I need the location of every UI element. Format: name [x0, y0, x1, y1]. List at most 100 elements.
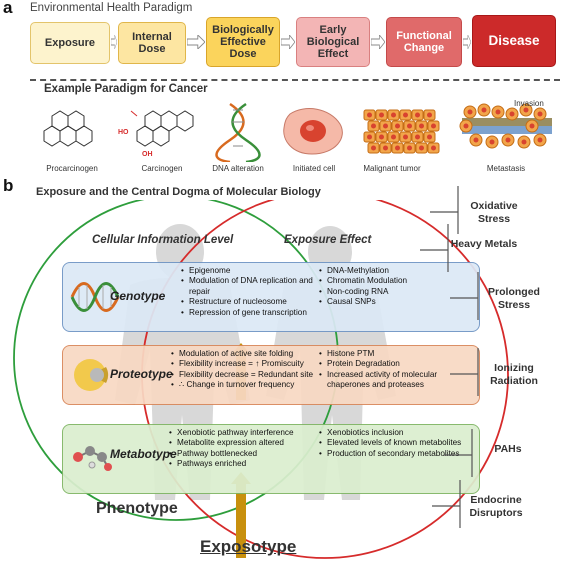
- tumor-nucleus: [379, 112, 384, 118]
- bullet-item: Non-coding RNA: [319, 287, 482, 298]
- panel-a-letter: a: [3, 0, 13, 17]
- procarcinogen-molecule: [43, 110, 93, 147]
- stressor-label: Prolonged Stress: [488, 286, 540, 311]
- bullet-item: Modulation of active site folding: [171, 349, 319, 360]
- bullet-item: Causal SNPs: [319, 297, 482, 308]
- tumor-nucleus: [383, 123, 388, 129]
- tumor-nucleus: [371, 123, 376, 129]
- bullet-item: Restructure of nucleosome: [181, 297, 329, 308]
- flow-box-1: Exposure: [30, 22, 110, 64]
- tumor-nucleus: [395, 145, 400, 151]
- flow-box-5: Functional Change: [386, 17, 462, 67]
- tumor-nucleus: [419, 123, 424, 129]
- initiated-cell-icon: [283, 108, 343, 155]
- bullet-list-right: Histone PTMProtein DegradationIncreased …: [318, 349, 482, 391]
- metastatic-nucleus: [495, 109, 501, 115]
- dna-helix-icon: [215, 102, 261, 162]
- stage-caption: DNA alteration: [212, 164, 264, 173]
- cellular-information-heading: Cellular Information Level: [92, 234, 234, 246]
- panel-b-letter: b: [3, 176, 14, 195]
- flow-arrow-icon: [110, 33, 118, 51]
- row-label: Genotype: [110, 289, 166, 303]
- stressor-label: Oxidative Stress: [470, 200, 518, 225]
- metastatic-nucleus: [473, 137, 479, 143]
- tumor-nucleus: [379, 134, 384, 140]
- bullet-item: Xenobiotics inclusion: [319, 428, 482, 439]
- stage-caption: Malignant tumor: [363, 164, 421, 173]
- metastatic-nucleus: [529, 123, 535, 129]
- metastasis-icon: [459, 103, 552, 149]
- tumor-nucleus: [395, 123, 400, 129]
- metastatic-nucleus: [521, 139, 527, 145]
- metastatic-nucleus: [537, 111, 543, 117]
- stage-caption: Metastasis: [486, 164, 526, 173]
- tumor-nucleus: [415, 112, 420, 118]
- paradigm-title: Environmental Health Paradigm: [30, 2, 193, 14]
- bullet-item: Epigenome: [181, 266, 329, 277]
- flow-box-2: Internal Dose: [118, 22, 186, 64]
- metabolite-molecule-icon: [70, 439, 114, 480]
- tumor-nucleus: [431, 145, 436, 151]
- malignant-tumor-icon: [363, 109, 440, 154]
- carcinogen-oh-label: OH: [142, 151, 153, 158]
- protein-icon: [70, 355, 110, 400]
- cancer-illustrations: HO OH Invasion: [43, 99, 552, 162]
- bullet-item: ∴ Change in turnover frequency: [171, 380, 319, 391]
- bullet-list-right: DNA-MethylationChromatin ModulationNon-c…: [318, 266, 482, 308]
- metastatic-nucleus: [489, 139, 495, 145]
- stressor-label: Ionizing Radiation: [490, 362, 538, 387]
- tumor-nucleus: [367, 112, 372, 118]
- bullet-list-mid: Xenobiotic pathway interferenceMetabolit…: [168, 428, 317, 470]
- exposure-effect-heading: Exposure Effect: [284, 234, 372, 246]
- stage-caption: Initiated cell: [292, 164, 336, 173]
- tumor-nucleus: [427, 112, 432, 118]
- cancer-paradigm-title: Example Paradigm for Cancer: [44, 83, 208, 95]
- bullet-item: Production of secondary metabolites: [319, 449, 482, 460]
- tumor-nucleus: [391, 112, 396, 118]
- flow-arrow-icon: [370, 33, 386, 51]
- bullet-item: Elevated levels of known metabolites: [319, 438, 482, 449]
- tumor-nucleus: [391, 134, 396, 140]
- stressor-label: Endocrine Disruptors: [469, 494, 523, 519]
- metastatic-nucleus: [481, 107, 487, 113]
- bullet-item: Flexibility increase = ↑ Promiscuity: [171, 359, 319, 370]
- bullet-list-mid: Modulation of active site foldingFlexibi…: [170, 349, 319, 391]
- bullet-item: Histone PTM: [319, 349, 482, 360]
- bullet-list-mid: EpigenomeModulation of DNA replication a…: [180, 266, 329, 318]
- tumor-nucleus: [415, 134, 420, 140]
- flow-box-4: Early Biological Effect: [296, 17, 370, 67]
- tumor-nucleus: [407, 145, 412, 151]
- bullet-item: Increased activity of molecular chaperon…: [319, 370, 482, 391]
- flow-arrow-icon: [462, 33, 472, 51]
- tumor-nucleus: [403, 134, 408, 140]
- bullet-item: DNA-Methylation: [319, 266, 482, 277]
- metastatic-nucleus: [467, 109, 473, 115]
- bullet-item: Xenobiotic pathway interference: [169, 428, 317, 439]
- bullet-item: Modulation of DNA replication and repair: [181, 276, 329, 297]
- tumor-nucleus: [419, 145, 424, 151]
- metastatic-nucleus: [537, 137, 543, 143]
- dashed-divider: [30, 79, 560, 81]
- metastatic-nucleus: [523, 107, 529, 113]
- carcinogen-ho-label: HO: [118, 129, 129, 136]
- tumor-nucleus: [407, 123, 412, 129]
- row-label: Proteotype: [110, 367, 173, 381]
- dogma-title: Exposure and the Central Dogma of Molecu…: [36, 186, 321, 198]
- stressor-label: Heavy Metals: [450, 238, 518, 250]
- stage-caption: Procarcinogen: [46, 164, 98, 173]
- tumor-nucleus: [383, 145, 388, 151]
- tumor-nucleus: [427, 134, 432, 140]
- bullet-item: Repression of gene transcription: [181, 308, 329, 319]
- flow-box-6: Disease: [472, 15, 556, 67]
- bullet-item: Flexibility decrease = Redundant site: [171, 370, 319, 381]
- metastatic-nucleus: [509, 111, 515, 117]
- bullet-item: Pathways enriched: [169, 459, 317, 470]
- metastatic-nucleus: [463, 123, 469, 129]
- metastatic-nucleus: [505, 137, 511, 143]
- flow-box-3: Biologically Effective Dose: [206, 17, 280, 67]
- exposotype-label: Exposotype: [200, 537, 297, 556]
- flow-arrow-icon: [186, 33, 206, 51]
- carcinogen-molecule: [130, 110, 194, 147]
- bullet-item: Metabolite expression altered: [169, 438, 317, 449]
